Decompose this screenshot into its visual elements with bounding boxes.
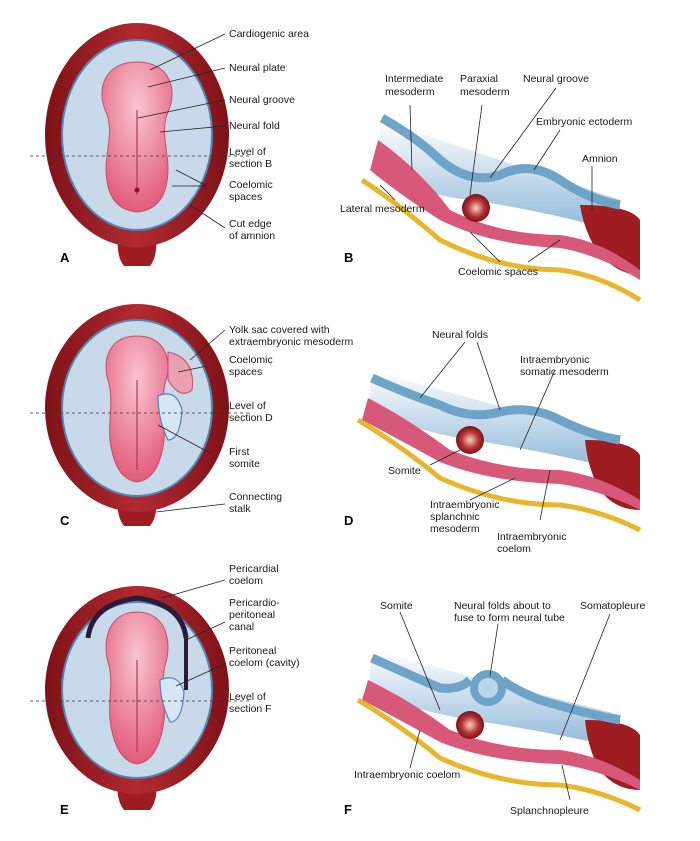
label-embryonic-ectoderm: Embryonic ectoderm bbox=[536, 116, 633, 128]
label-splanchnic-line2: splanchnic bbox=[430, 511, 480, 523]
label-coelomic-line2: spaces bbox=[229, 191, 262, 203]
panel-c: Yolk sac covered with extraembryonic mes… bbox=[30, 304, 354, 528]
panel-letter-e: E bbox=[60, 802, 69, 817]
neural-tube-forming bbox=[470, 670, 506, 706]
ectoderm-layer-f bbox=[370, 653, 621, 725]
label-amnion: Amnion bbox=[582, 153, 618, 165]
panel-b: Intermediate mesoderm Paraxial mesoderm … bbox=[340, 73, 642, 303]
label-first-somite-line2: somite bbox=[229, 458, 260, 470]
label-level-d-line1: Level of bbox=[229, 400, 266, 412]
somite-d bbox=[456, 426, 484, 454]
label-splanchnopleure: Splanchnopleure bbox=[510, 805, 589, 817]
panel-d: Neural folds Intraembryonic somatic meso… bbox=[344, 329, 642, 555]
label-neural-groove-b: Neural groove bbox=[523, 73, 589, 85]
label-cardiogenic-area: Cardiogenic area bbox=[229, 28, 309, 40]
label-neural-folds-f-line1: Neural folds about to bbox=[454, 600, 551, 612]
label-neural-folds: Neural folds bbox=[432, 329, 488, 341]
yolk-endoderm-f bbox=[356, 697, 642, 813]
panel-f: Somite Neural folds about to fuse to for… bbox=[344, 600, 646, 817]
label-level-f-line1: Level of bbox=[229, 691, 266, 703]
label-coelom-d-line1: Intraembryonic bbox=[497, 531, 566, 543]
mesoderm-layer bbox=[370, 140, 640, 280]
label-neural-fold: Neural fold bbox=[229, 120, 280, 132]
ectoderm-surface-d bbox=[370, 370, 620, 470]
label-neural-plate: Neural plate bbox=[229, 62, 286, 74]
panel-letter-a: A bbox=[60, 250, 70, 265]
panel-a: Cardiogenic area Neural plate Neural gro… bbox=[30, 23, 309, 266]
yolk-sac-c bbox=[167, 351, 193, 394]
label-level-f-line2: section F bbox=[229, 703, 272, 715]
peritoneal-coelom bbox=[159, 677, 185, 723]
label-neural-groove: Neural groove bbox=[229, 94, 295, 106]
mesoderm-layer-d bbox=[362, 398, 640, 510]
pericardial-coelom bbox=[85, 595, 189, 639]
label-peritoneal-line1: Peritoneal bbox=[229, 645, 276, 657]
label-somatopleure: Somatopleure bbox=[580, 600, 646, 612]
label-coelom-d-line2: coelom bbox=[497, 543, 531, 555]
label-cut-line1: Cut edge bbox=[229, 218, 272, 230]
label-level-line1: Level of bbox=[229, 146, 266, 158]
paraxial-mesoderm-b bbox=[462, 194, 490, 222]
somite-f bbox=[456, 711, 484, 739]
label-somite-d: Somite bbox=[388, 465, 421, 477]
panel-letter-b: B bbox=[344, 250, 353, 265]
label-canal-line3: canal bbox=[229, 621, 254, 633]
label-first-somite-line1: First bbox=[229, 446, 249, 458]
label-stalk-line1: Connecting bbox=[229, 491, 282, 503]
label-lateral-mesoderm: Lateral mesoderm bbox=[340, 203, 425, 215]
label-coelomic-c-line1: Coelomic bbox=[229, 354, 273, 366]
panel-e: Pericardial coelom Pericardio- peritonea… bbox=[30, 563, 300, 817]
ectoderm-layer-d bbox=[370, 373, 621, 445]
panel-letter-d: D bbox=[344, 513, 353, 528]
label-paraxial-line2: mesoderm bbox=[460, 86, 510, 98]
label-canal-line1: Pericardio- bbox=[229, 597, 280, 609]
label-paraxial-line1: Paraxial bbox=[460, 73, 498, 85]
label-canal-line2: peritoneal bbox=[229, 609, 275, 621]
label-intermediate-line1: Intermediate bbox=[385, 73, 444, 85]
label-neural-folds-f-line2: fuse to form neural tube bbox=[454, 612, 565, 624]
label-yolk-sac-line1: Yolk sac covered with bbox=[229, 324, 330, 336]
label-yolk-sac-line2: extraembryonic mesoderm bbox=[229, 336, 354, 348]
ectoderm-layer bbox=[379, 114, 621, 210]
label-intermediate-line2: mesoderm bbox=[385, 86, 435, 98]
label-coelomic-c-line2: spaces bbox=[229, 366, 262, 378]
label-peritoneal-line2: coelom (cavity) bbox=[229, 657, 300, 669]
label-intraembryonic-coelom: Intraembryonic coelom bbox=[354, 769, 460, 781]
label-pericardial-line1: Pericardial bbox=[229, 563, 279, 575]
label-somatic-line1: Intraembryonic bbox=[520, 354, 589, 366]
label-level-line2: section B bbox=[229, 158, 272, 170]
label-coelomic-line1: Coelomic bbox=[229, 179, 273, 191]
label-stalk-line2: stalk bbox=[229, 503, 251, 515]
label-somatic-line2: somatic mesoderm bbox=[520, 366, 609, 378]
label-pericardial-line2: coelom bbox=[229, 575, 263, 587]
yolk-endoderm bbox=[360, 177, 642, 303]
panel-letter-f: F bbox=[344, 802, 352, 817]
label-cut-line2: of amnion bbox=[229, 230, 275, 242]
panel-letter-c: C bbox=[60, 513, 70, 528]
label-level-d-line2: section D bbox=[229, 412, 273, 424]
label-somite-f: Somite bbox=[380, 600, 413, 612]
label-coelomic-spaces-b: Coelomic spaces bbox=[458, 266, 538, 278]
amnion-wall-b bbox=[580, 205, 640, 275]
label-splanchnic-line1: Intraembryonic bbox=[430, 499, 499, 511]
yolk-endoderm-d bbox=[356, 417, 642, 533]
primitive-node bbox=[134, 187, 140, 193]
label-splanchnic-line3: mesoderm bbox=[430, 523, 480, 535]
mesoderm-layer-f bbox=[362, 680, 640, 790]
